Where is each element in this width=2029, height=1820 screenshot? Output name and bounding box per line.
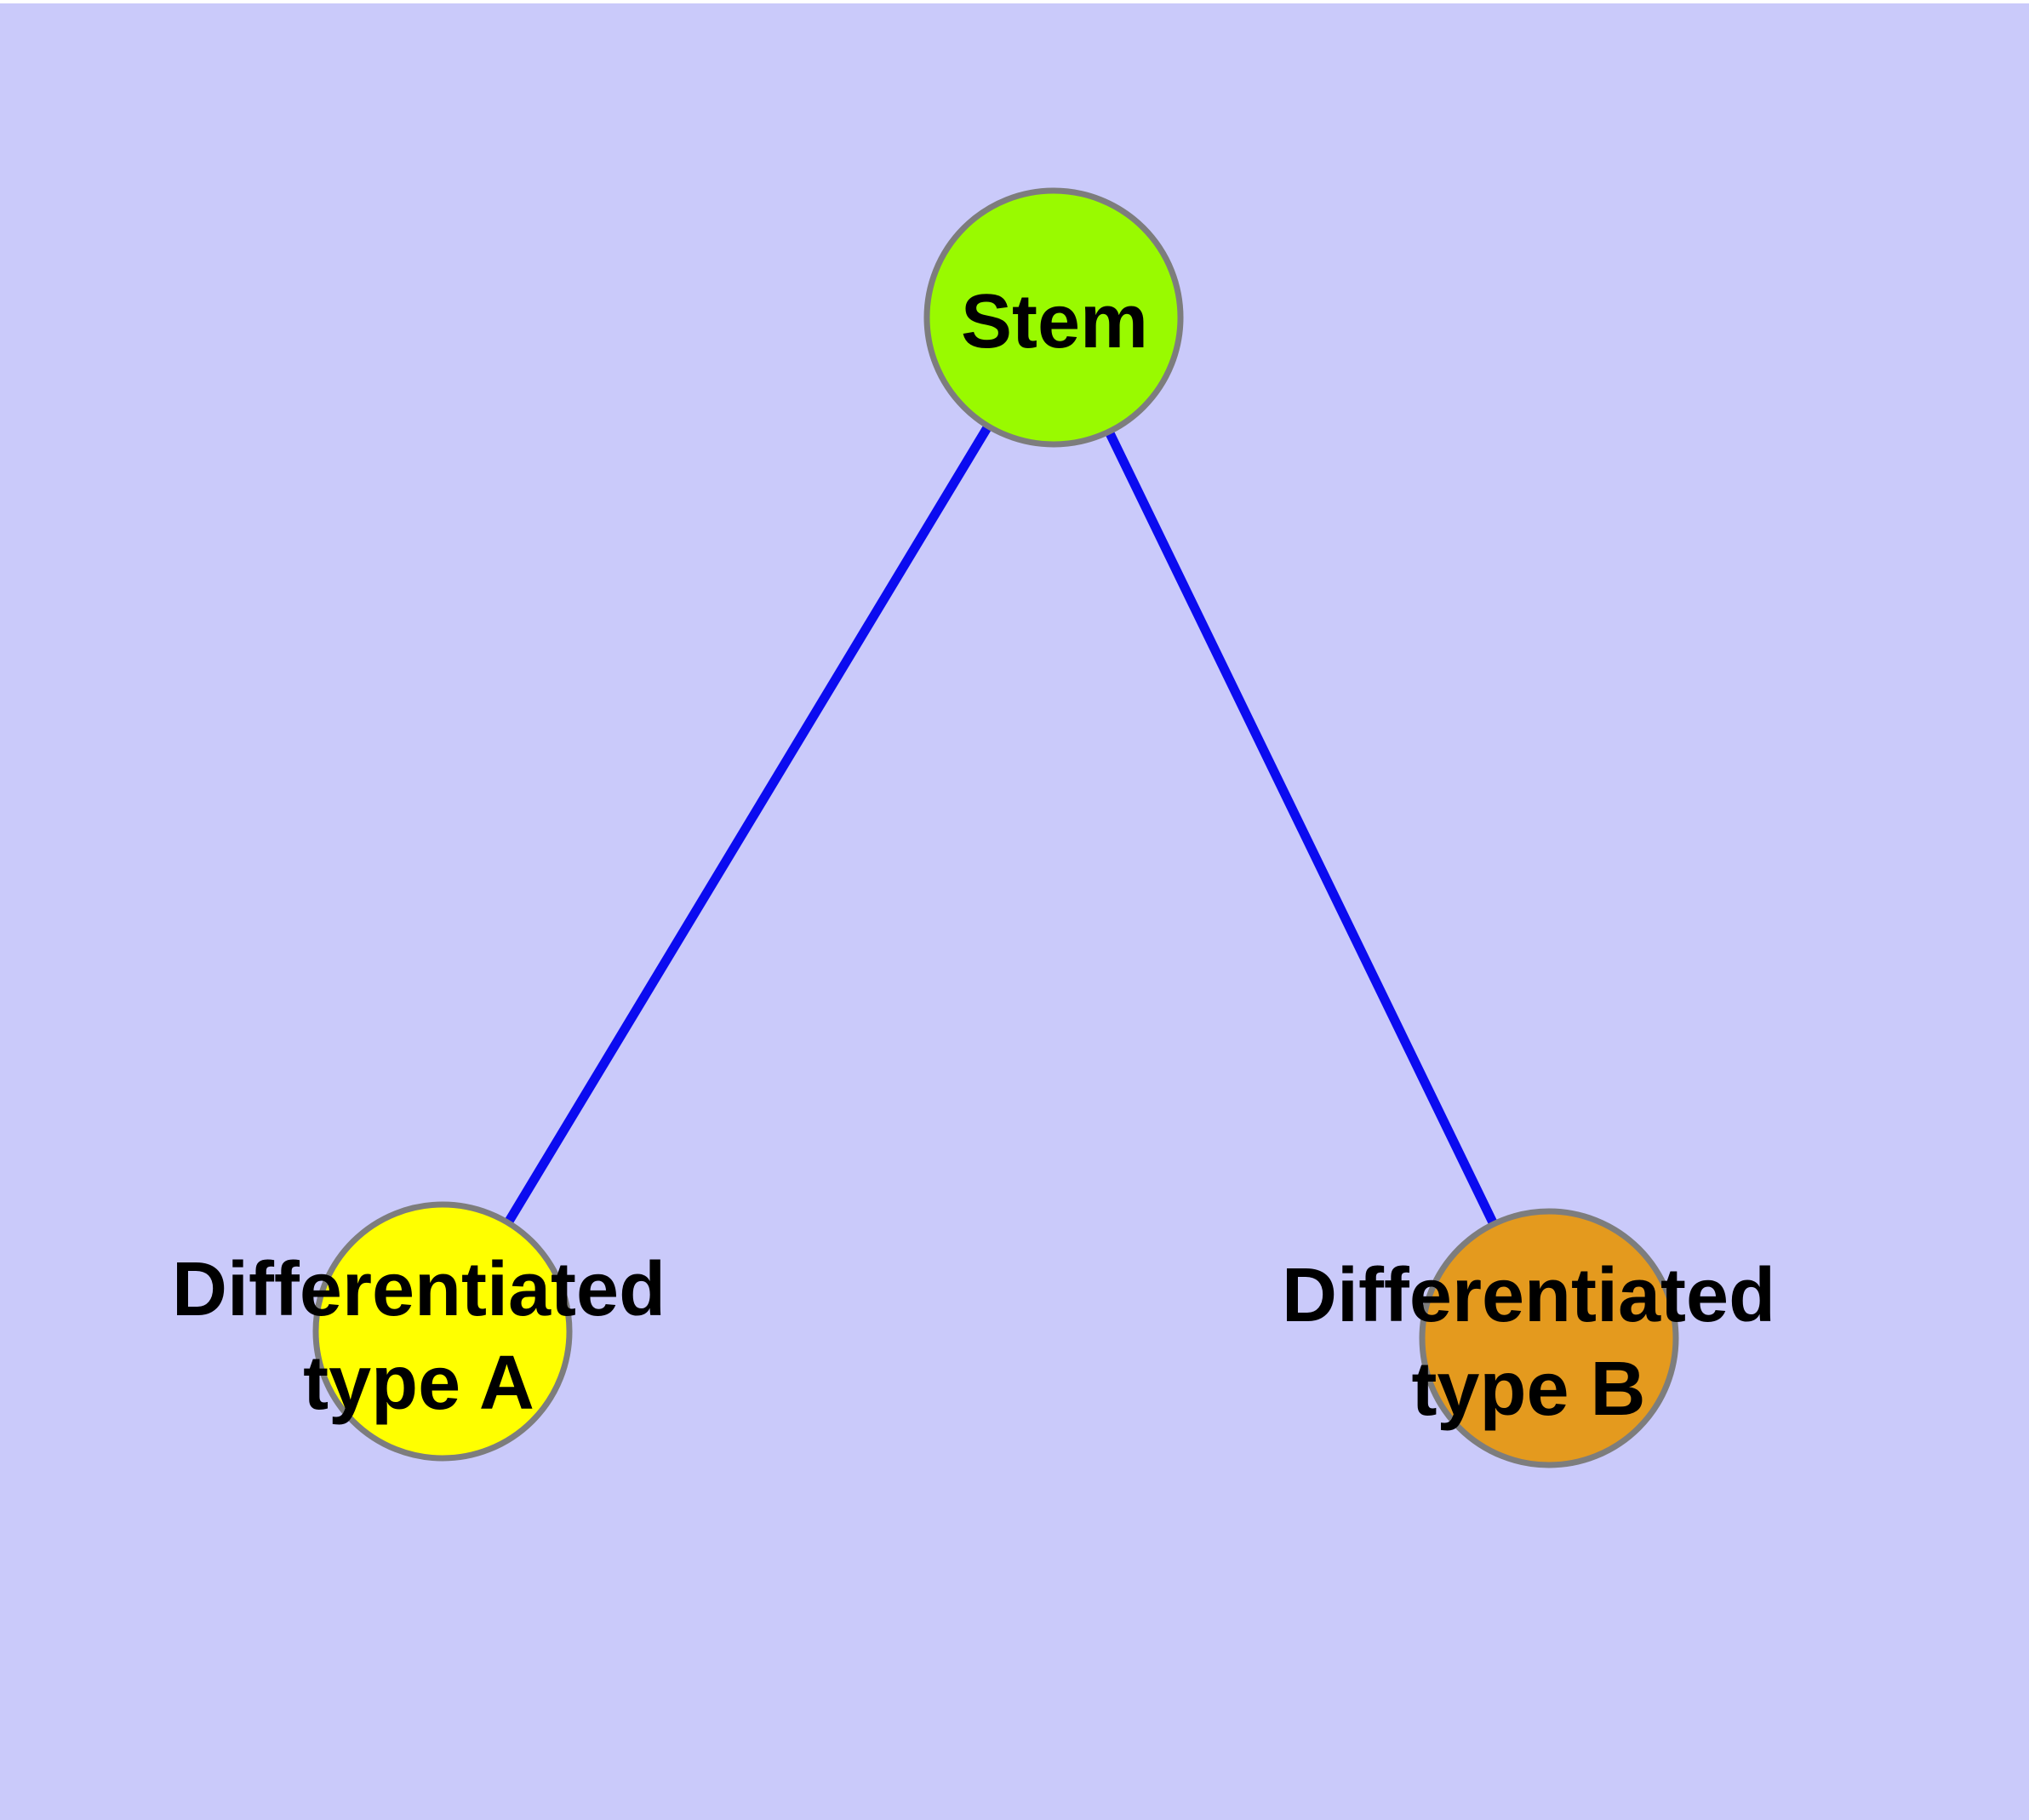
node-circle-differentiated-type-a	[312, 1201, 573, 1462]
top-border-strip	[0, 0, 2029, 3]
edge-stem-to-differentiated-type-a	[438, 315, 1058, 1334]
node-circle-differentiated-type-b	[1419, 1208, 1679, 1468]
edge-stem-to-differentiated-type-b	[1049, 315, 1553, 1341]
node-circle-stem	[923, 187, 1184, 448]
